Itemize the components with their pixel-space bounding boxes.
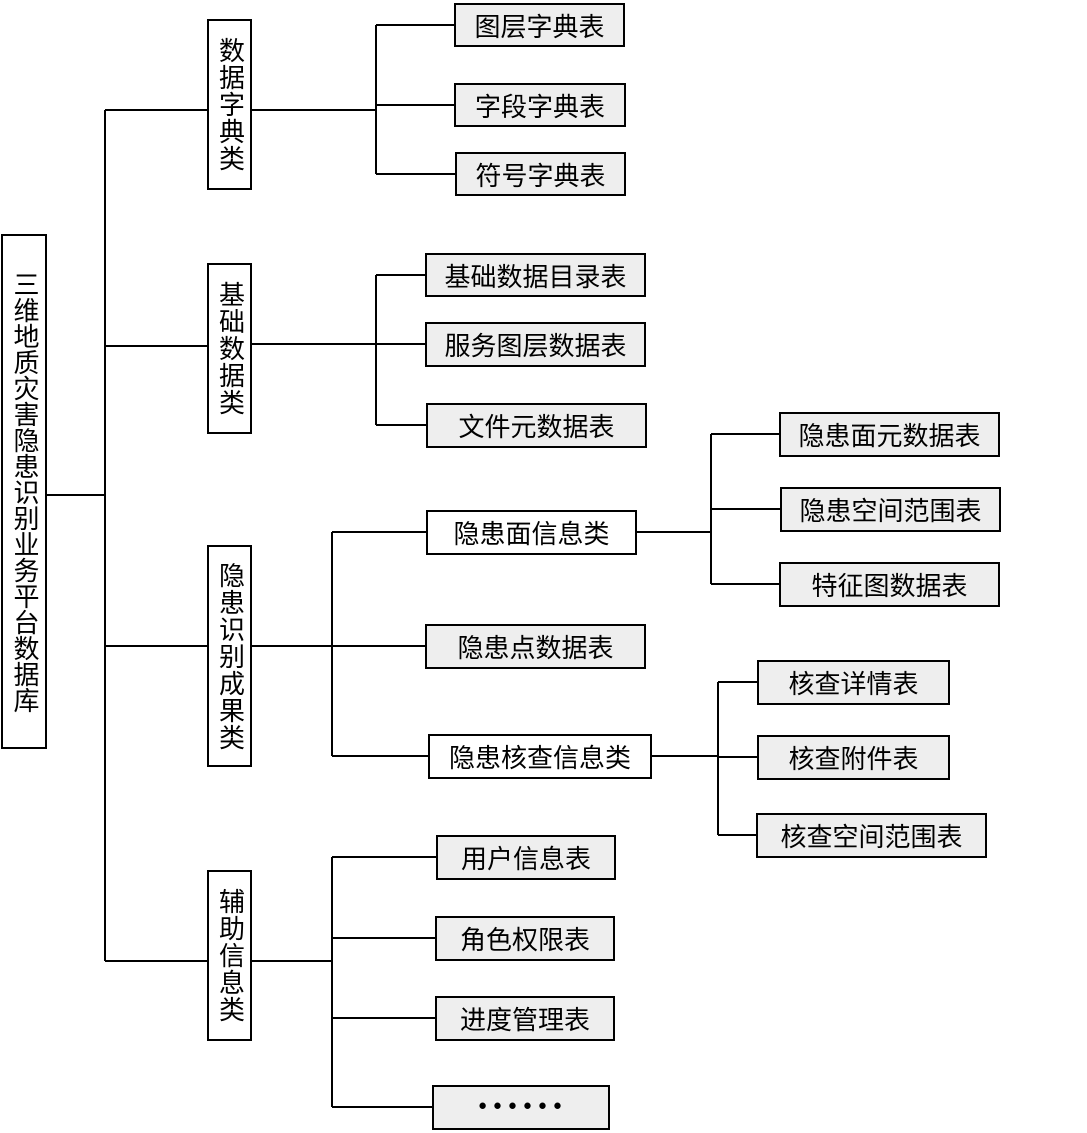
root-database-node: 三维地质灾害隐患识别业务平台数据库 [1,234,47,749]
table-field-dictionary: 字段字典表 [454,83,626,127]
table-user-info: 用户信息表 [436,835,616,880]
subclass-hazard-inspection-info: 隐患核查信息类 [428,734,652,779]
table-service-layer-data: 服务图层数据表 [425,322,646,367]
category-data-dictionary: 数据字典类 [207,19,252,190]
table-progress-management: 进度管理表 [435,996,615,1041]
table-symbol-dictionary: 符号字典表 [455,152,626,196]
table-feature-map-data: 特征图数据表 [779,562,1000,607]
table-hazard-surface-metadata: 隐患面元数据表 [779,412,1000,457]
table-layer-dictionary: 图层字典表 [454,3,625,47]
table-hazard-point-data: 隐患点数据表 [425,624,646,669]
subclass-hazard-surface-info: 隐患面信息类 [426,510,637,555]
table-role-permissions: 角色权限表 [435,916,615,961]
category-auxiliary-info: 辅助信息类 [207,870,252,1041]
table-more-ellipsis: •••••• [432,1085,610,1130]
category-base-data: 基础数据类 [207,263,252,434]
table-file-metadata: 文件元数据表 [426,403,647,448]
table-hazard-spatial-extent: 隐患空间范围表 [780,487,1001,532]
category-hazard-results: 隐患识别成果类 [207,545,252,767]
table-inspection-spatial-extent: 核查空间范围表 [756,813,987,858]
table-base-data-catalog: 基础数据目录表 [425,253,646,297]
table-inspection-details: 核查详情表 [757,660,950,705]
table-inspection-attachments: 核查附件表 [757,735,950,780]
